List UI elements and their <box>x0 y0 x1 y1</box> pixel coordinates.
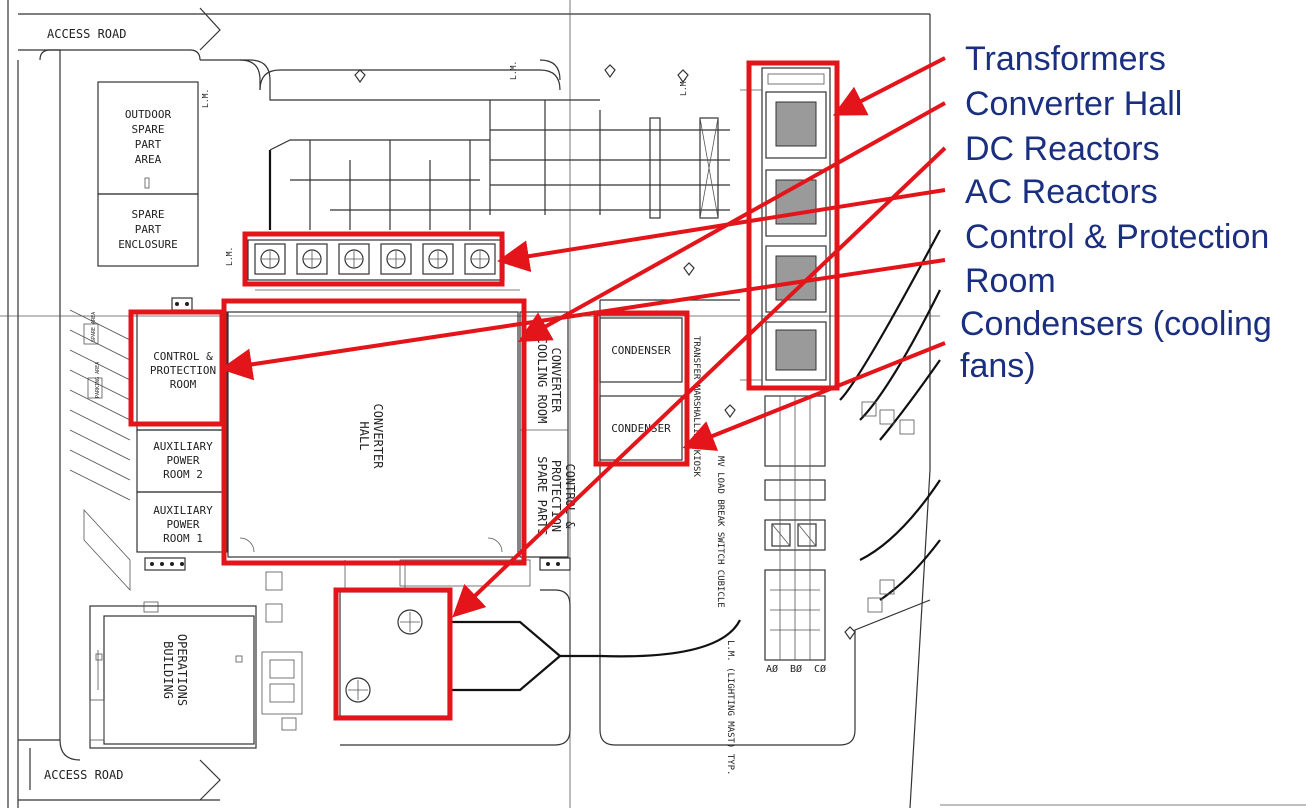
highlights <box>128 60 840 721</box>
spare-enclosure-label-1: SPARE <box>131 208 164 221</box>
condensers-arrow <box>682 341 946 451</box>
control-room-arrow <box>220 258 946 381</box>
phase-c-label: CØ <box>814 663 826 675</box>
outgoing-cables <box>560 229 941 658</box>
spare-area-label: SPARE AREA <box>91 312 97 342</box>
condenser-top <box>599 317 683 383</box>
aux-room-1-label-2: POWER <box>166 518 199 531</box>
lighting-mast-markers <box>354 64 856 641</box>
spare-enclosure-label-2: PART <box>135 223 162 236</box>
phase-a-label: AØ <box>766 663 778 675</box>
phase-b-label: BØ <box>790 663 802 675</box>
cooling-room-label-2: COOLING ROOM <box>535 337 549 424</box>
access-road-bottom-label: ACCESS ROAD <box>44 768 123 782</box>
condenser-bottom-label: CONDENSER <box>611 422 671 435</box>
converter-hall-label-2: HALL <box>357 422 371 451</box>
control-room-label-3: ROOM <box>170 378 197 391</box>
spare-part-enclosure <box>97 193 199 267</box>
lm-label-3: L.M. <box>201 89 210 108</box>
callout-ac-reactors: AC Reactors <box>965 173 1158 211</box>
site-boundary <box>0 0 940 808</box>
transfer-kiosk-label: TRANSFER MARSHALLING KIOSK <box>691 336 701 477</box>
callout-condensers: Condensers (cooling <box>960 305 1272 343</box>
lm-label-2: L.M. <box>225 247 234 266</box>
transformers-highlight <box>746 60 840 391</box>
condenser-top-label: CONDENSER <box>611 344 671 357</box>
outdoor-spare-label-3: PART <box>135 138 162 151</box>
spare-enclosure-label-3: ENCLOSURE <box>118 238 178 251</box>
aux-room-2-label-3: ROOM 2 <box>163 468 203 481</box>
operations-label-2: BUILDING <box>161 641 175 699</box>
callout-control-room: Control & Protection <box>965 218 1269 256</box>
main-building <box>136 297 571 587</box>
east-yard-fence <box>599 300 931 746</box>
aux-room-2-label-2: POWER <box>166 454 199 467</box>
operations-building-outline <box>89 571 303 749</box>
callout-converter-hall: Converter Hall <box>965 85 1182 123</box>
converter-hall-highlight <box>221 298 527 566</box>
ac-reactors-arrow <box>497 188 946 273</box>
outdoor-spare-label-4: AREA <box>135 153 162 166</box>
access-road-top-label: ACCESS ROAD <box>47 27 126 41</box>
cp-spare-label-1: CONTROL & <box>563 463 577 529</box>
operations-label-1: OPERATIONS <box>175 634 189 706</box>
ac-yard-fence <box>200 59 600 101</box>
converter-hall-label-1: CONVERTER <box>371 403 385 469</box>
aux-room-1-label-3: ROOM 1 <box>163 532 203 545</box>
lm-label-4: L.M. <box>509 61 518 80</box>
ac-reactors-highlight <box>242 231 505 287</box>
callout-transformers: Transformers <box>965 40 1166 78</box>
control-room-label-2: PROTECTION <box>150 364 216 377</box>
east-switchyard <box>764 395 826 661</box>
condenser-bottom <box>599 395 683 461</box>
ac-reactor-row <box>247 239 520 301</box>
dc-reactors-arrow <box>452 146 947 618</box>
cooling-room-label-1: CONVERTER <box>549 347 563 413</box>
parking-stalls <box>69 309 131 592</box>
condensers-highlight <box>593 310 690 467</box>
callout-arrows <box>220 56 947 618</box>
control-room-label-1: CONTROL & <box>153 350 213 363</box>
aux-room-2-label-1: AUXILIARY <box>153 440 213 453</box>
dc-reactors-highlight <box>333 587 453 721</box>
lm-label-1: L.M. <box>679 77 688 96</box>
aux-room-1-label-1: AUXILIARY <box>153 504 213 517</box>
cp-spare-label-3: SPARE PARTS <box>535 456 549 535</box>
mv-switch-label: MV LOAD BREAK SWITCH CUBICLE <box>715 456 725 608</box>
callout-control-room-2: Room <box>965 262 1056 300</box>
transformer-bank <box>740 67 831 389</box>
lighting-mast-label: L.M. (LIGHTING MAST) TYP. <box>725 640 735 775</box>
transformers-arrow <box>832 56 946 116</box>
ac-busbars <box>268 100 730 230</box>
callout-dc-reactors: DC Reactors <box>965 130 1160 168</box>
callout-condensers-2: fans) <box>960 347 1036 385</box>
converter-hall-arrow <box>518 101 946 342</box>
parking-area-label: PARKING AREA <box>95 362 101 398</box>
outdoor-spare-label-2: SPARE <box>131 123 164 136</box>
outdoor-spare-label-1: OUTDOOR <box>125 108 172 121</box>
